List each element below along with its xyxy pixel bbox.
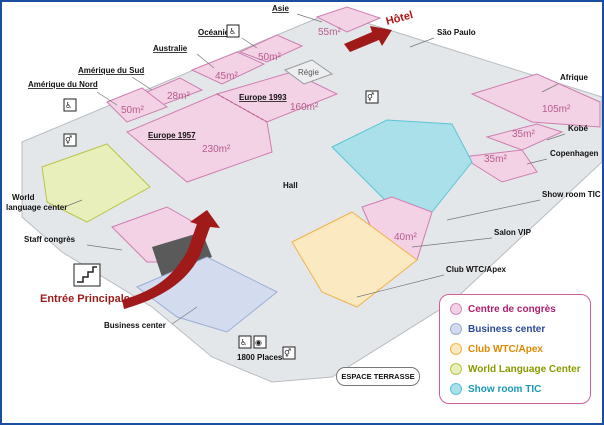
- legend-label: Centre de congrès: [468, 303, 556, 315]
- area-amerique-sud: 28m²: [167, 91, 190, 102]
- room-asie[interactable]: [315, 6, 382, 33]
- label-show-room-tic: Show room TIC: [542, 190, 601, 199]
- label-places: 1800 Places: [237, 353, 283, 362]
- hotel-arrow: [344, 26, 392, 52]
- legend-label: Club WTC/Apex: [468, 343, 543, 355]
- legend: Centre de congrès Business center Club W…: [439, 294, 591, 404]
- legend-swatch: [450, 323, 462, 335]
- area-oceanie: 50m²: [258, 52, 281, 63]
- room-world-language-center[interactable]: [41, 143, 151, 223]
- label-club-wtc-apex: Club WTC/Apex: [446, 265, 507, 274]
- svg-text:◉: ◉: [255, 338, 262, 347]
- label-europe-1957: Europe 1957: [148, 131, 196, 140]
- area-kobe: 35m²: [512, 129, 535, 140]
- area-amerique-nord: 50m²: [121, 105, 144, 116]
- label-wlc-1: World: [12, 193, 35, 202]
- stairs-icon: [73, 263, 101, 287]
- area-europe-1993: 160m²: [290, 102, 319, 113]
- label-kobe: Kobé: [568, 124, 589, 133]
- area-asie: 55m²: [318, 27, 341, 38]
- legend-label: Business center: [468, 323, 546, 335]
- label-entree-principale: Entrée Principale: [40, 293, 130, 305]
- svg-text:♿: ♿: [65, 101, 72, 110]
- area-salon-vip: 40m²: [394, 232, 417, 243]
- svg-text:⚥: ⚥: [65, 135, 73, 145]
- label-regie: Régie: [298, 68, 319, 77]
- room-amerique-nord[interactable]: [106, 87, 169, 123]
- svg-text:⚥: ⚥: [284, 348, 292, 358]
- label-business-center: Business center: [104, 321, 166, 330]
- label-copenhagen: Copenhagen: [550, 149, 599, 158]
- area-europe-1957: 230m²: [202, 144, 231, 155]
- room-oceanie[interactable]: [238, 34, 304, 63]
- legend-item-club-wtc-apex: Club WTC/Apex: [450, 343, 543, 355]
- toilet-icon: ⚥: [63, 133, 77, 147]
- room-europe-1957[interactable]: [126, 93, 273, 183]
- toilet-icon: ♿: [238, 335, 252, 349]
- legend-swatch: [450, 303, 462, 315]
- legend-swatch: [450, 343, 462, 355]
- legend-item-business-center: Business center: [450, 323, 545, 335]
- toilet-icon: ♿: [226, 24, 240, 38]
- label-hotel: Hôtel: [385, 9, 415, 28]
- svg-text:♿: ♿: [240, 338, 247, 347]
- room-copenhagen[interactable]: [460, 149, 538, 183]
- room-australie[interactable]: [190, 51, 266, 85]
- label-afrique: Afrique: [560, 73, 589, 82]
- label-oceanie: Océanie: [198, 28, 230, 37]
- toilet-icon: ◉: [253, 335, 267, 349]
- room-afrique[interactable]: [470, 73, 601, 128]
- label-australie: Australie: [153, 44, 188, 53]
- label-amerique-sud: Amérique du Sud: [78, 66, 144, 75]
- espace-terrasse-label: ESPACE TERRASSE: [341, 372, 415, 381]
- legend-label: Show room TIC: [468, 383, 542, 395]
- label-hall: Hall: [283, 181, 298, 190]
- legend-label: World Language Center: [468, 363, 581, 375]
- label-salon-vip: Salon VIP: [494, 228, 532, 237]
- legend-item-show-room-tic: Show room TIC: [450, 383, 541, 395]
- legend-item-world-language-center: World Language Center: [450, 363, 581, 375]
- svg-text:♿: ♿: [229, 27, 236, 36]
- entree-arrow: [122, 210, 220, 309]
- area-afrique: 105m²: [542, 104, 571, 115]
- room-regie: [283, 59, 334, 85]
- label-amerique-nord: Amérique du Nord: [28, 80, 98, 89]
- label-staff-congres: Staff congrès: [24, 235, 76, 244]
- label-asie: Asie: [272, 4, 289, 13]
- room-club-wtc-apex[interactable]: [291, 211, 418, 308]
- legend-swatch: [450, 363, 462, 375]
- room-kobe[interactable]: [485, 123, 564, 151]
- label-wlc-2: language center: [6, 203, 67, 212]
- espace-terrasse-box[interactable]: ESPACE TERRASSE: [336, 367, 420, 386]
- toilet-icon: ⚥: [365, 90, 379, 104]
- label-europe-1993: Europe 1993: [239, 93, 287, 102]
- legend-swatch: [450, 383, 462, 395]
- area-copenhagen: 35m²: [484, 154, 507, 165]
- svg-text:⚥: ⚥: [367, 92, 375, 102]
- label-sao-paulo: São Paulo: [437, 28, 476, 37]
- toilet-icon: ⚥: [282, 346, 296, 360]
- area-australie: 45m²: [215, 71, 238, 82]
- legend-item-centre-congres: Centre de congrès: [450, 303, 556, 315]
- toilet-icon: ♿: [63, 98, 77, 112]
